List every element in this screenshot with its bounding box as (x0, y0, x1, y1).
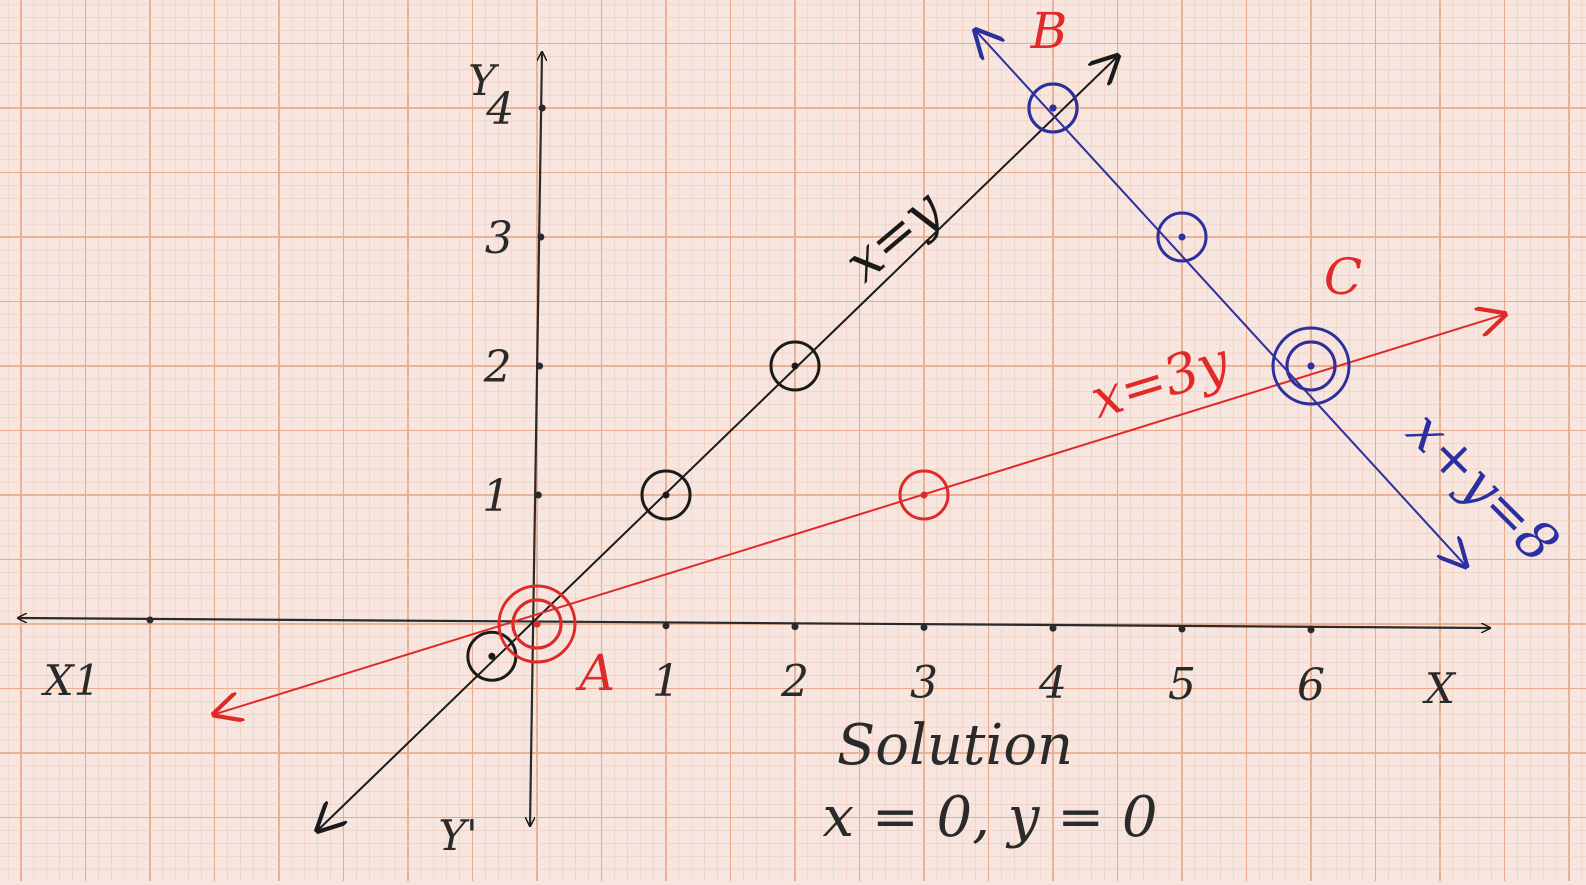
data-point (920, 491, 928, 499)
y-neg-axis-label: Y' (438, 811, 477, 860)
data-point (1307, 362, 1315, 370)
solution-title: Solution (837, 713, 1073, 778)
intersection-ring (497, 584, 577, 664)
x-tick-label: 2 (780, 657, 809, 708)
x-tick-label: 4 (1038, 658, 1067, 709)
y-tick-mark (536, 362, 544, 370)
y-tick-mark (538, 104, 546, 112)
x-axis-label: X (1422, 664, 1457, 713)
data-point (533, 620, 541, 628)
y-tick-label: 2 (483, 342, 512, 393)
data-point (791, 362, 799, 370)
point-label: A (575, 644, 615, 702)
x-tick-label: 6 (1297, 660, 1325, 711)
point-label: B (1030, 2, 1068, 60)
data-point (1178, 233, 1186, 241)
series-label: x+y=8 (1395, 399, 1571, 575)
data-point (662, 491, 670, 499)
series-points (466, 82, 1351, 682)
y-tick-label: 3 (485, 213, 513, 264)
solution-text: x = 0, y = 0 (822, 785, 1157, 850)
data-point-ring (1156, 211, 1208, 263)
point-label: C (1324, 248, 1362, 306)
x-tick-label: 3 (910, 657, 938, 708)
data-point-ring (898, 469, 950, 521)
y-tick-label: 1 (482, 471, 510, 522)
data-point (1049, 104, 1057, 112)
intersection-ring (1271, 326, 1351, 406)
y-tick-mark (537, 233, 545, 241)
data-point-ring (640, 469, 692, 521)
x-tick-mark (1307, 626, 1315, 634)
x-tick-label: 1 (652, 656, 680, 707)
x-tick-mark (662, 622, 670, 630)
data-point (488, 652, 496, 660)
x-tick-mark (791, 623, 799, 631)
x-axis-line (18, 618, 1490, 628)
x-tick-mark (1049, 624, 1057, 632)
data-point-ring (511, 598, 563, 650)
x-tick-mark (146, 616, 154, 624)
series-label: x=3y (1083, 329, 1237, 431)
x-neg-axis-label: X1 (41, 656, 101, 705)
x-tick-mark (920, 623, 928, 631)
series-lines (215, 31, 1505, 831)
x-tick-mark (1178, 625, 1186, 633)
y-axis-label: Y (468, 56, 500, 105)
y-axis-line (530, 52, 542, 826)
series-line (976, 31, 1466, 566)
data-point-ring (1285, 340, 1337, 392)
y-tick-mark (534, 491, 542, 499)
data-point-ring (769, 340, 821, 392)
data-point-ring (1027, 82, 1079, 134)
x-tick-label: 5 (1168, 659, 1196, 710)
